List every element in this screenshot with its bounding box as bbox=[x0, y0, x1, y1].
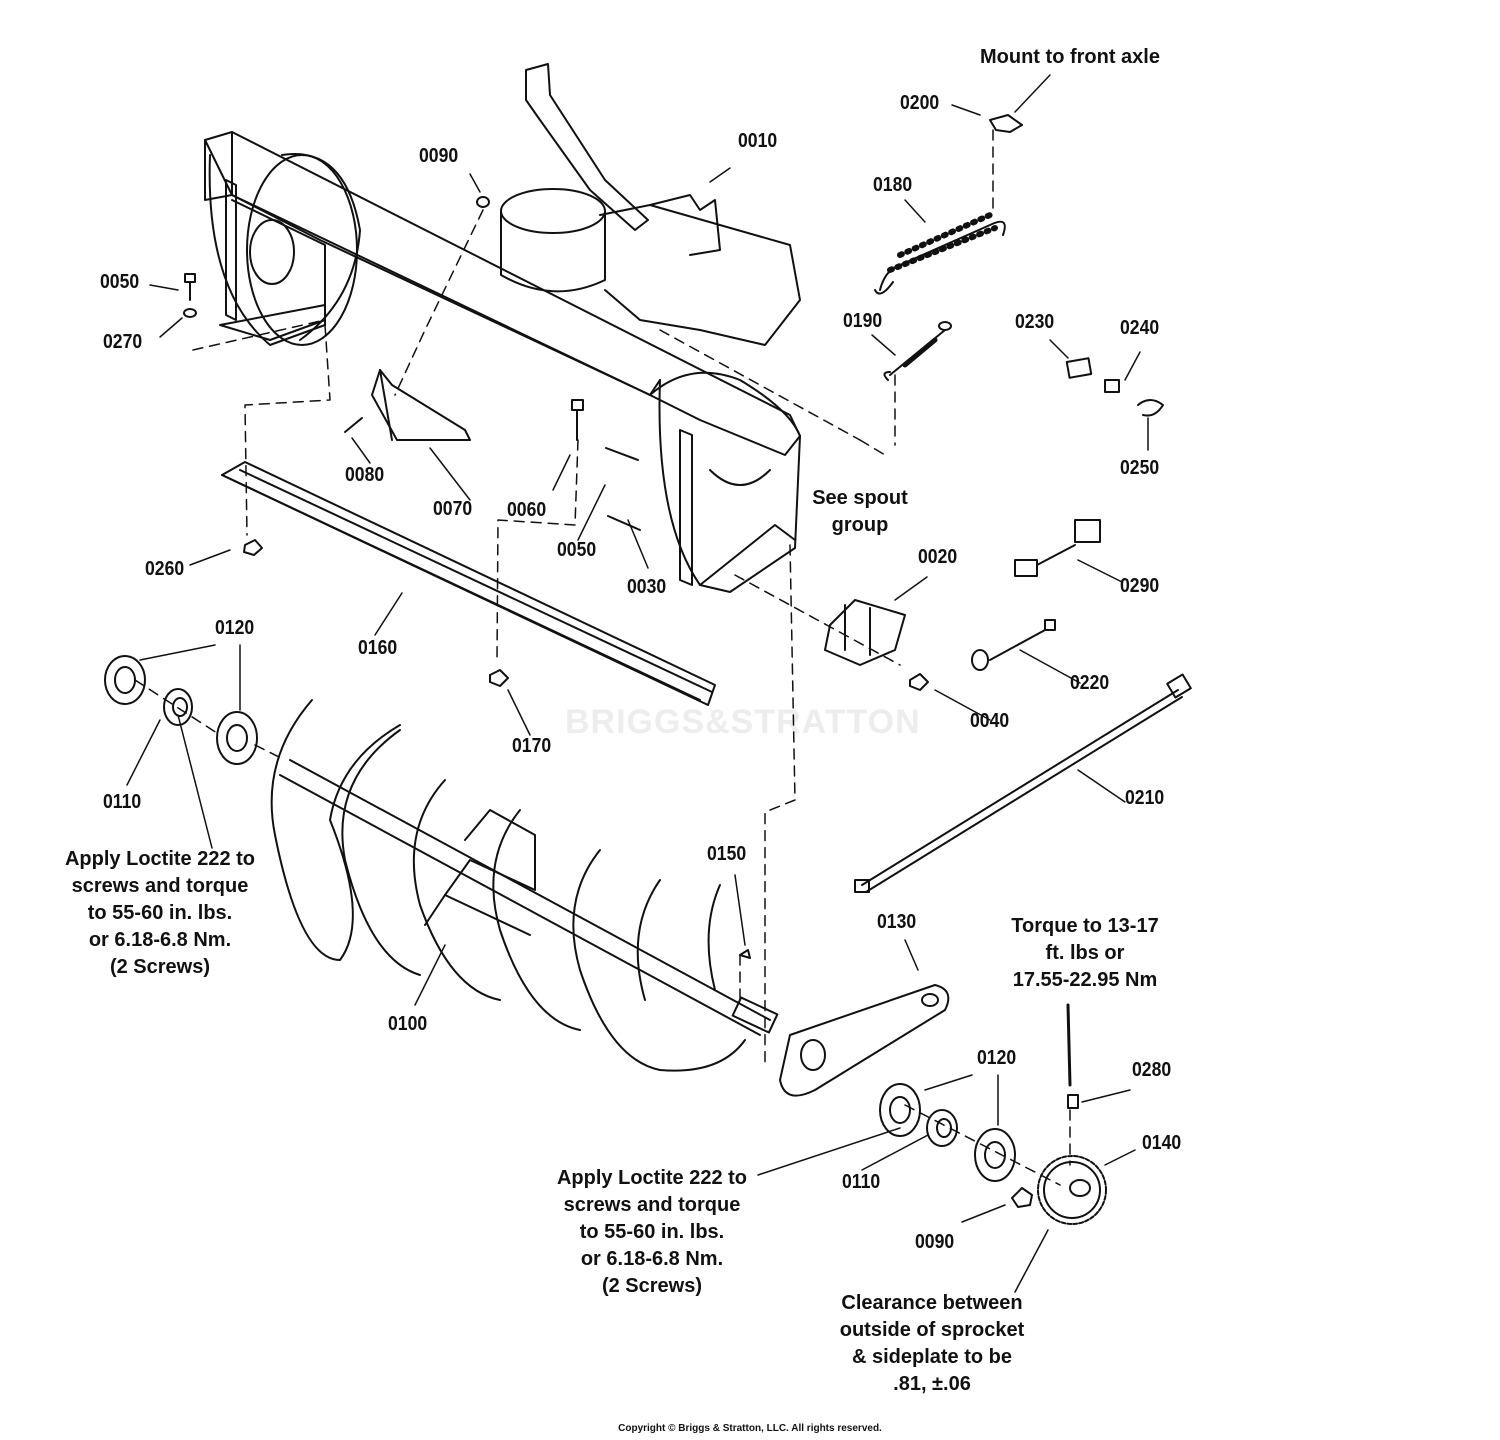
watermark: BRIGGS&STRATTON bbox=[565, 703, 921, 741]
label-0170: 0170 bbox=[512, 735, 552, 757]
label-0110-right: 0110 bbox=[842, 1171, 881, 1193]
label-0090-top: 0090 bbox=[419, 145, 459, 167]
note-clearance: Clearance between outside of sprocket & … bbox=[839, 1292, 1025, 1395]
label-0040: 0040 bbox=[970, 710, 1010, 732]
copyright: Copyright © Briggs & Stratton, LLC. All … bbox=[618, 1423, 882, 1434]
right-bearing-group bbox=[879, 1083, 1033, 1208]
label-0020: 0020 bbox=[918, 546, 958, 568]
label-0280: 0280 bbox=[1132, 1059, 1172, 1081]
note-loctite-left: Apply Loctite 222 to screws and torque t… bbox=[64, 848, 256, 978]
skid-0020 bbox=[824, 599, 906, 666]
harness bbox=[1014, 519, 1101, 577]
label-0100: 0100 bbox=[388, 1013, 428, 1035]
label-0230: 0230 bbox=[1015, 311, 1055, 333]
label-0050-left: 0050 bbox=[100, 271, 140, 293]
left-bearing-group bbox=[104, 655, 258, 765]
turnbuckle bbox=[883, 321, 952, 381]
label-0220: 0220 bbox=[1070, 672, 1110, 694]
label-0260: 0260 bbox=[145, 558, 185, 580]
leader-lines bbox=[126, 74, 1149, 1293]
label-0160: 0160 bbox=[358, 637, 398, 659]
fasteners bbox=[183, 196, 929, 959]
label-0110-left: 0110 bbox=[103, 791, 142, 813]
label-0150: 0150 bbox=[707, 843, 747, 865]
left-disc bbox=[246, 152, 361, 346]
cable-0220 bbox=[971, 619, 1056, 671]
label-0080: 0080 bbox=[345, 464, 385, 486]
label-0270: 0270 bbox=[103, 331, 143, 353]
label-0190: 0190 bbox=[843, 310, 883, 332]
label-0030: 0030 bbox=[627, 576, 667, 598]
spring bbox=[874, 212, 1006, 295]
auger bbox=[270, 699, 779, 1072]
note-mount-front-axle: Mount to front axle bbox=[980, 46, 1160, 68]
sprocket bbox=[1037, 1094, 1107, 1225]
scraper-bar bbox=[221, 461, 716, 706]
side-plate bbox=[779, 984, 950, 1097]
label-0050-mid: 0050 bbox=[557, 539, 597, 561]
rod bbox=[854, 673, 1192, 893]
label-0120-left: 0120 bbox=[215, 617, 255, 639]
label-0130: 0130 bbox=[877, 911, 917, 933]
clip-0200 bbox=[989, 114, 1023, 133]
label-0200: 0200 bbox=[900, 92, 940, 114]
label-0120-right: 0120 bbox=[977, 1047, 1017, 1069]
label-0240: 0240 bbox=[1120, 317, 1160, 339]
switch-parts bbox=[1065, 357, 1164, 417]
note-see-spout-group: See spout group bbox=[812, 487, 908, 536]
label-0290: 0290 bbox=[1120, 575, 1160, 597]
label-0210: 0210 bbox=[1125, 787, 1165, 809]
assembly-lines bbox=[134, 129, 1071, 1186]
shoe-0070 bbox=[371, 369, 471, 441]
label-0070: 0070 bbox=[433, 498, 473, 520]
label-0060: 0060 bbox=[507, 499, 547, 521]
label-0180: 0180 bbox=[873, 174, 913, 196]
note-loctite-right: Apply Loctite 222 to screws and torque t… bbox=[556, 1167, 748, 1297]
label-0250: 0250 bbox=[1120, 457, 1160, 479]
note-torque-sprocket: Torque to 13-17 ft. lbs or 17.55-22.95 N… bbox=[1011, 915, 1159, 991]
bracket bbox=[500, 63, 801, 346]
label-0140: 0140 bbox=[1142, 1132, 1182, 1154]
label-0090-bottom: 0090 bbox=[915, 1231, 955, 1253]
label-0010: 0010 bbox=[738, 130, 778, 152]
housing bbox=[204, 131, 801, 593]
